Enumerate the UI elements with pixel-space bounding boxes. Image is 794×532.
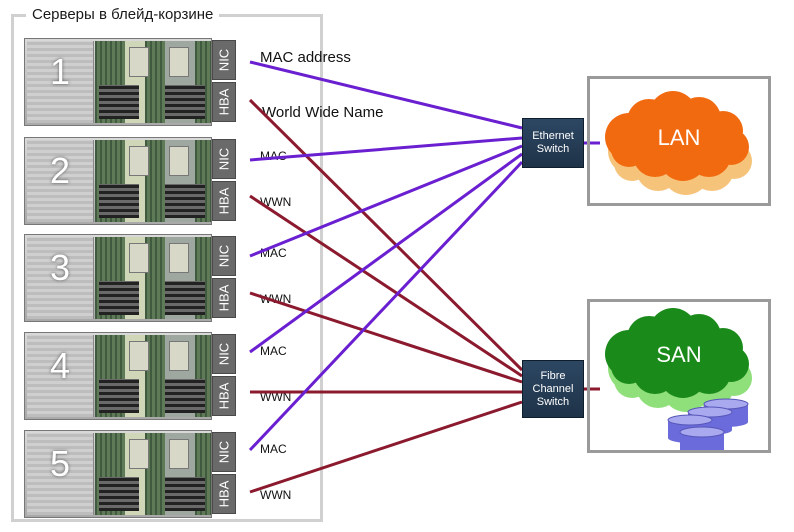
ethernet-link <box>248 160 524 452</box>
lan-box: LAN <box>587 76 771 206</box>
lan-label: LAN <box>658 125 701 150</box>
memory-icon <box>99 281 139 315</box>
cpu-icon <box>129 439 149 469</box>
wwn-label: World Wide Name <box>262 104 384 121</box>
blade-number: 1 <box>49 51 71 92</box>
blade-front-panel <box>27 140 94 222</box>
blade-motherboard <box>95 41 211 123</box>
wwn-label: WWN <box>260 195 292 209</box>
fibre-channel-link <box>249 194 523 378</box>
cpu-icon <box>169 439 189 469</box>
fibre-switch-line3: Switch <box>536 395 570 408</box>
blade-server-1[interactable]: 1 <box>24 38 212 126</box>
memory-icon <box>99 184 139 218</box>
fibre-channel-switch[interactable]: Fibre Channel Switch <box>522 360 584 418</box>
nic-port-1[interactable]: NIC <box>212 40 236 80</box>
blade-server-5[interactable]: 5 <box>24 430 212 518</box>
ethernet-switch-line2: Switch <box>536 143 570 155</box>
nic-port-3[interactable]: NIC <box>212 236 236 276</box>
san-label: SAN <box>656 342 701 367</box>
cpu-icon <box>169 243 189 273</box>
ethernet-link <box>249 60 523 130</box>
cpu-icon <box>169 341 189 371</box>
blade-front-panel <box>27 41 94 123</box>
cpu-icon <box>129 47 149 77</box>
blade-motherboard <box>95 335 211 417</box>
blade-motherboard <box>95 237 211 319</box>
blade-front-panel <box>27 237 94 319</box>
blade-server-3[interactable]: 3 <box>24 234 212 322</box>
blade-front-panel <box>27 433 94 515</box>
ethernet-link <box>249 152 523 354</box>
wwn-label: WWN <box>260 488 292 502</box>
hba-port-1[interactable]: HBA <box>212 82 236 122</box>
fibre-switch-line2: Channel <box>532 382 574 395</box>
memory-icon <box>99 477 139 511</box>
memory-icon <box>165 379 205 413</box>
mac-address-label: MAC <box>260 344 287 358</box>
san-cloud-icon: SAN <box>605 308 752 455</box>
blade-number: 5 <box>49 443 71 484</box>
memory-icon <box>99 379 139 413</box>
blade-front-panel <box>27 335 94 417</box>
blade-number: 4 <box>49 345 71 386</box>
cpu-icon <box>169 47 189 77</box>
hba-port-3[interactable]: HBA <box>212 278 236 318</box>
chassis-title: Серверы в блейд-корзине <box>26 6 220 23</box>
fibre-channel-link <box>249 400 523 494</box>
san-box: SAN <box>587 299 771 455</box>
ethernet-switch-line1: Ethernet <box>532 130 574 142</box>
blade-server-4[interactable]: 4 <box>24 332 212 420</box>
mac-address-label: MAC address <box>260 49 351 66</box>
nic-port-5[interactable]: NIC <box>212 432 236 472</box>
blade-motherboard <box>95 140 211 222</box>
hba-port-5[interactable]: HBA <box>212 474 236 514</box>
ethernet-link <box>249 136 523 162</box>
blade-motherboard <box>95 433 211 515</box>
fibre-switch-line1: Fibre <box>540 369 566 382</box>
memory-icon <box>165 184 205 218</box>
memory-icon <box>165 477 205 511</box>
lan-cloud-icon: LAN <box>605 91 752 195</box>
ethernet-link <box>249 144 523 258</box>
nic-port-2[interactable]: NIC <box>212 139 236 179</box>
memory-icon <box>99 85 139 119</box>
cpu-icon <box>129 243 149 273</box>
memory-icon <box>165 85 205 119</box>
memory-icon <box>165 281 205 315</box>
disk-stack-icon <box>667 398 749 455</box>
fibre-channel-link <box>248 98 524 372</box>
san-cloud <box>605 308 749 398</box>
nic-port-4[interactable]: NIC <box>212 334 236 374</box>
mac-address-label: MAC <box>260 442 287 456</box>
blade-server-2[interactable]: 2 <box>24 137 212 225</box>
cpu-icon <box>129 146 149 176</box>
cpu-icon <box>129 341 149 371</box>
blade-number: 3 <box>49 247 71 288</box>
fibre-channel-link <box>249 291 523 384</box>
lan-cloud <box>605 91 749 181</box>
hba-port-4[interactable]: HBA <box>212 376 236 416</box>
blade-number: 2 <box>49 150 71 191</box>
ethernet-switch[interactable]: Ethernet Switch <box>522 118 584 168</box>
hba-port-2[interactable]: HBA <box>212 181 236 221</box>
cpu-icon <box>169 146 189 176</box>
